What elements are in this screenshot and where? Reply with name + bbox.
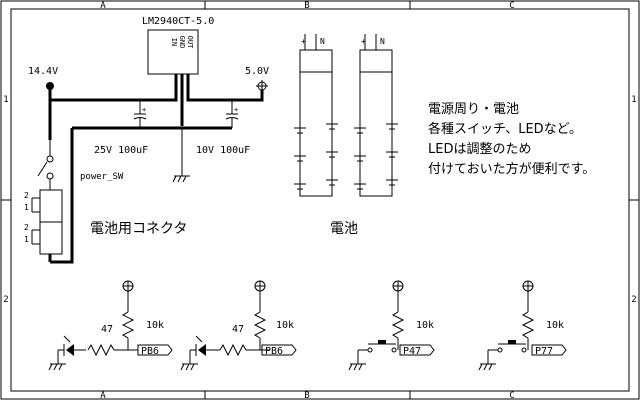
battery-connector [31,189,63,262]
battery-pack-1: + N [294,34,338,197]
svg-text:10k: 10k [146,320,164,331]
svg-text:+: + [234,106,238,114]
switch-circuit-1: 10k P47 [348,280,435,371]
svg-text:N: N [320,37,325,46]
cap-in-label: 25V 100uF [94,145,148,156]
svg-text:47: 47 [232,324,244,335]
regulator-pin-in: IN [170,38,178,46]
col-label-a-bottom: A [100,391,106,400]
led-circuit-2: 10k 47 PB6 [180,280,297,371]
connector-pin-3: 2 [24,223,29,232]
battery-packs: + N + N 電池 [294,34,398,237]
row-label-1-right: 1 [631,95,636,105]
row-label-1-left: 1 [3,95,8,105]
pullup-resistor [521,311,535,339]
connector-pin-2: 1 [24,203,29,212]
regulator-pin-out: OUT [186,36,194,49]
svg-text:47: 47 [101,324,113,335]
switch-circuit-2: 10k P77 [478,280,567,371]
svg-text:+: + [142,106,146,114]
connector-pin-4: 1 [24,235,29,244]
col-label-c: C [509,1,514,11]
svg-text:+: + [301,37,306,46]
note-line-4: 付けておいた方が便利です。 [428,161,595,177]
battery-pack-2: + N [354,34,398,197]
led-icon [198,344,206,356]
svg-text:10k: 10k [276,320,294,331]
cap-out-label: 10V 100uF [196,145,250,156]
pullup-resistor [121,311,135,339]
svg-text:10k: 10k [416,320,434,331]
port-tag [531,344,567,356]
pullup-resistor [391,311,405,339]
port-label: P47 [403,346,421,357]
led-icon [66,344,74,356]
regulator-pin-gnd: GND [178,36,186,49]
col-label-b: B [304,1,309,11]
connector-pin-1: 2 [24,191,29,200]
vout-label: 5.0V [245,66,269,77]
port-tag [137,344,173,356]
note-line-3: LEDは調整のため [428,142,531,157]
note-line-2: 各種スイッチ、LEDなど。 [428,121,582,137]
port-label: PB6 [265,346,283,357]
row-label-2-right: 2 [631,295,636,305]
power-switch-label: power_SW [80,172,124,182]
series-resistor [87,343,115,357]
svg-text:+: + [361,37,366,46]
series-resistor [219,343,247,357]
col-label-b-bottom: B [304,391,309,400]
port-tag [261,344,297,356]
capacitor-out: + [225,100,239,128]
port-label: P77 [535,346,553,357]
svg-text:N: N [380,37,385,46]
port-tag [399,344,435,356]
pullup-resistor [253,311,267,339]
capacitor-in: + [133,100,147,128]
row-label-2-left: 2 [3,295,8,305]
note-line-1: 電源周り・電池 [428,102,519,117]
power-supply-circuit: LM2940CT-5.0 OUT GND IN 14.4V 5.0V [24,16,269,264]
regulator-name: LM2940CT-5.0 [142,16,214,27]
led-circuit-1: 10k 47 PB6 [48,280,173,371]
col-label-a: A [100,1,106,11]
col-label-c-bottom: C [509,391,514,400]
ground-symbol-power [172,175,190,183]
regulator-body [147,29,199,75]
port-label: PB6 [141,346,159,357]
connector-label: 電池用コネクタ [90,221,187,237]
vin-label: 14.4V [28,66,58,77]
svg-text:10k: 10k [546,320,564,331]
note-block: 電源周り・電池 各種スイッチ、LEDなど。 LEDは調整のため 付けておいた方が… [428,102,595,177]
power-switch [37,140,54,190]
battery-label: 電池 [330,221,358,237]
